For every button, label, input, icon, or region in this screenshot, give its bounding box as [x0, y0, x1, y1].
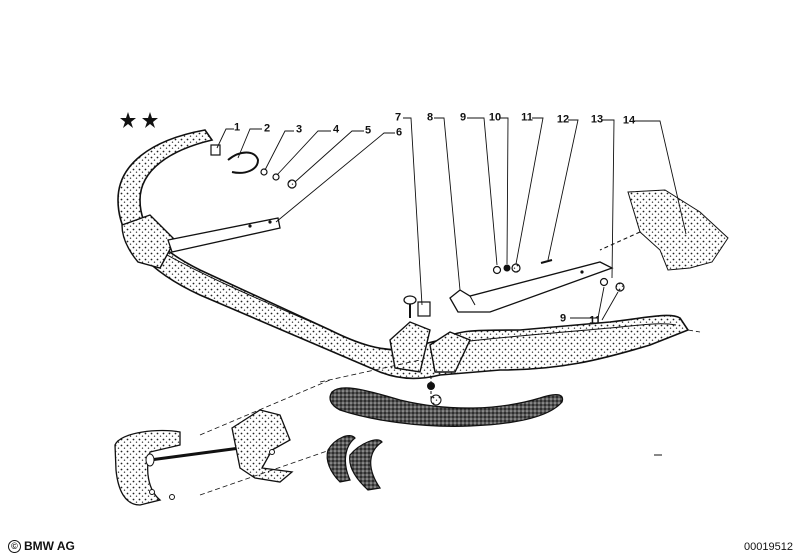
star-icon	[142, 112, 158, 128]
center-bolt[interactable]	[403, 295, 442, 406]
hardware-right[interactable]	[492, 259, 625, 292]
hardware-top[interactable]	[210, 144, 297, 189]
callout-14[interactable]: 14	[622, 114, 636, 127]
bumper-end-left[interactable]	[121, 214, 176, 269]
diagram-number: 00019512	[744, 541, 793, 553]
bumper-center-joint[interactable]	[389, 321, 471, 373]
callout-11-top[interactable]: 11	[521, 111, 533, 124]
callout-3[interactable]: 3	[295, 123, 303, 136]
callout-2[interactable]: 2	[263, 122, 271, 135]
rubber-strip[interactable]	[329, 387, 564, 427]
callout-5[interactable]: 5	[364, 124, 372, 137]
callout-13[interactable]: 13	[590, 113, 604, 126]
callout-9-bottom[interactable]: 9	[559, 312, 567, 325]
rubber-gaskets[interactable]	[326, 435, 383, 491]
callout-1[interactable]: 1	[233, 121, 241, 134]
callout-4[interactable]: 4	[332, 123, 340, 136]
copyright-icon: ©	[8, 539, 21, 553]
assembly-guides	[199, 329, 701, 496]
callout-10[interactable]: 10	[488, 111, 502, 124]
star-icon-pair	[120, 112, 158, 128]
overrider-bracket[interactable]	[231, 409, 294, 483]
copyright-footer: © BMW AG	[8, 539, 75, 553]
leader-lines	[216, 117, 687, 321]
callout-8[interactable]: 8	[426, 111, 434, 124]
bracket-right[interactable]	[449, 261, 614, 313]
bracket-left[interactable]	[167, 217, 281, 253]
body-section	[599, 189, 729, 271]
star-icon	[120, 112, 136, 128]
callout-11-bottom[interactable]: 11	[589, 314, 601, 327]
brand-name: BMW AG	[24, 539, 75, 553]
callout-9-top[interactable]: 9	[459, 111, 467, 124]
callout-12[interactable]: 12	[556, 113, 570, 126]
callout-7[interactable]: 7	[394, 111, 402, 124]
overrider-guard[interactable]	[114, 429, 241, 506]
callout-6[interactable]: 6	[395, 126, 403, 139]
